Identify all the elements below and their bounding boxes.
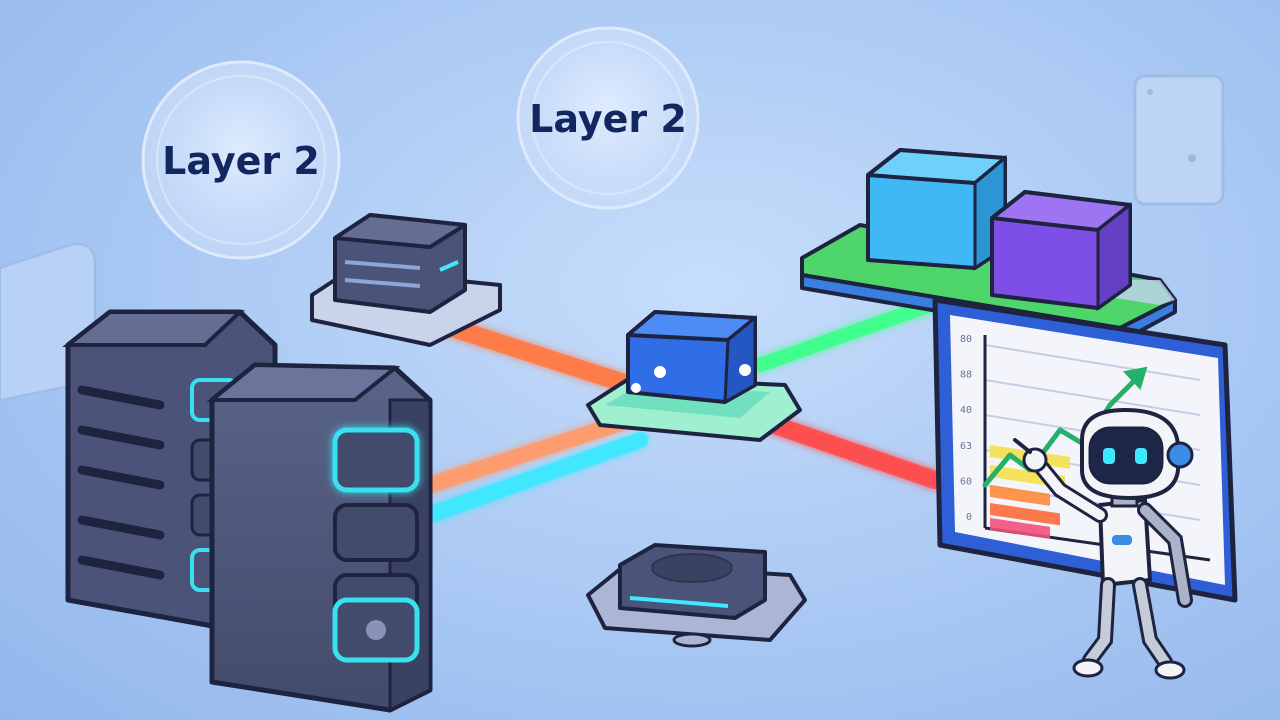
chart-bar <box>990 502 1060 526</box>
bottom-hub <box>586 543 807 648</box>
link-cyan-left <box>422 432 648 523</box>
link-red-right <box>751 411 944 489</box>
link-orange-left <box>422 412 638 493</box>
chart-trend-line <box>982 366 1148 488</box>
chart-bar <box>990 484 1050 506</box>
link-green-top <box>753 298 937 372</box>
layer-bubble-right-label: Layer 2 <box>529 97 687 141</box>
central-hub <box>586 310 802 442</box>
chart-y-tick-label: 80 <box>960 334 972 345</box>
server-rack-front <box>206 362 433 713</box>
chart-y-tick-label: 0 <box>966 512 972 523</box>
robot-presenter <box>1013 407 1194 680</box>
cube-cyan <box>866 148 1007 271</box>
cube-purple <box>990 190 1132 311</box>
chart-y-tick-label: 60 <box>960 476 972 487</box>
robot-head <box>1080 407 1194 501</box>
edge-server <box>310 213 502 347</box>
chart-trend-arrowhead <box>1123 366 1148 390</box>
chart-y-ticks: 80 88 40 63 60 0 <box>960 334 972 523</box>
layer-bubble-left: Layer 2 <box>141 60 341 260</box>
background-panel-right <box>1133 74 1225 206</box>
chart-y-tick-label: 88 <box>960 370 972 381</box>
network-links <box>419 298 944 523</box>
layer-bubble-right: Layer 2 <box>516 26 700 210</box>
layer-bubble-left-label: Layer 2 <box>162 139 320 183</box>
chart-bar <box>990 517 1050 539</box>
chart-y-tick-label: 63 <box>960 441 972 452</box>
chart-y-tick-label: 40 <box>960 405 972 416</box>
